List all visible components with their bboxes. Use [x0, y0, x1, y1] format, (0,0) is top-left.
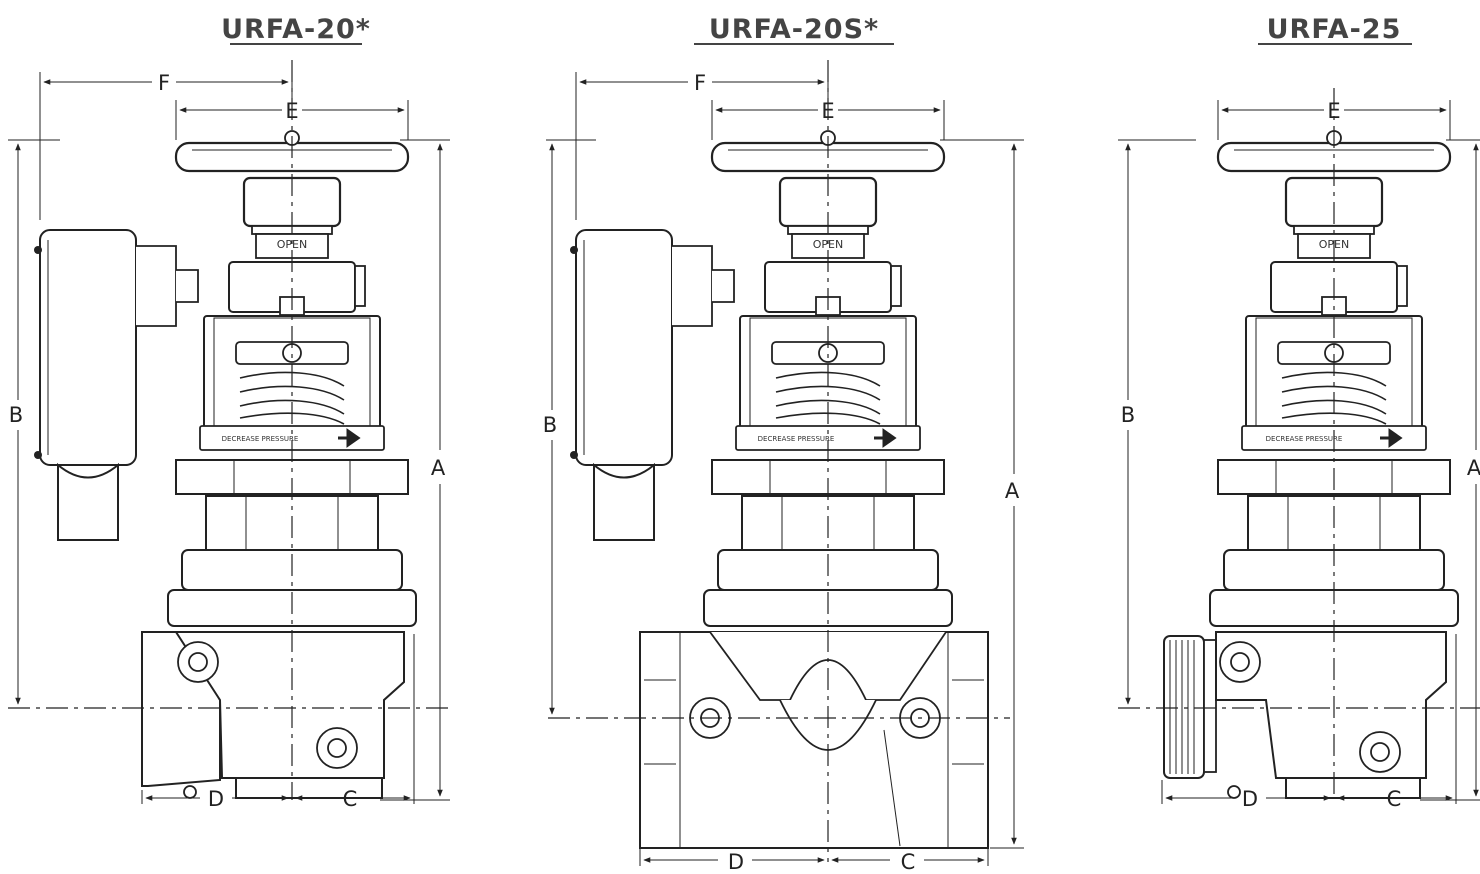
view-title: URFA-20* — [221, 14, 371, 45]
dim-a-label: A — [431, 456, 446, 480]
dim-c-label: C — [343, 787, 358, 811]
dim-d-label: D — [728, 850, 744, 874]
open-label: OPEN — [813, 238, 843, 251]
decrease-pressure-label: DECREASE PRESSURE — [1266, 435, 1343, 443]
view-urfa-20s: URFA-20S* OPEN DECREASE PRESSURE — [543, 14, 1024, 874]
dim-e-label: E — [821, 99, 834, 123]
valve-assembly: OPEN DECREASE PRESSURE — [1163, 129, 1460, 799]
decrease-pressure-label: DECREASE PRESSURE — [222, 435, 299, 443]
valve-assembly: OPEN DECREASE PRESSURE — [33, 129, 418, 799]
dim-b-label: B — [9, 403, 23, 427]
dim-c-label: C — [1387, 787, 1402, 811]
dim-f-label: F — [158, 71, 170, 95]
dim-a-label: A — [1005, 479, 1020, 503]
dim-e-label: E — [1327, 99, 1340, 123]
dim-f-label: F — [694, 71, 706, 95]
view-title: URFA-25 — [1267, 14, 1402, 45]
dim-c-label: C — [901, 850, 916, 874]
dim-d-label: D — [1242, 787, 1258, 811]
dim-d-label: D — [208, 787, 224, 811]
dim-b-label: B — [543, 413, 557, 437]
decrease-pressure-label: DECREASE PRESSURE — [758, 435, 835, 443]
dim-a-label: A — [1467, 456, 1480, 480]
dim-e-label: E — [285, 99, 298, 123]
valve-assembly: OPEN DECREASE PRESSURE — [569, 129, 989, 849]
view-urfa-20: URFA-20* OPEN DECREASE PRESSURE — [8, 14, 450, 811]
dimension-lines — [1118, 100, 1480, 804]
dimension-lines — [8, 72, 450, 804]
dim-b-label: B — [1121, 403, 1135, 427]
dimension-lines — [546, 72, 1024, 866]
view-urfa-25: URFA-25 OPEN DECREASE PRESSURE — [1118, 14, 1480, 811]
outlet-flange — [235, 777, 383, 799]
open-label: OPEN — [277, 238, 307, 251]
view-title: URFA-20S* — [709, 14, 879, 45]
